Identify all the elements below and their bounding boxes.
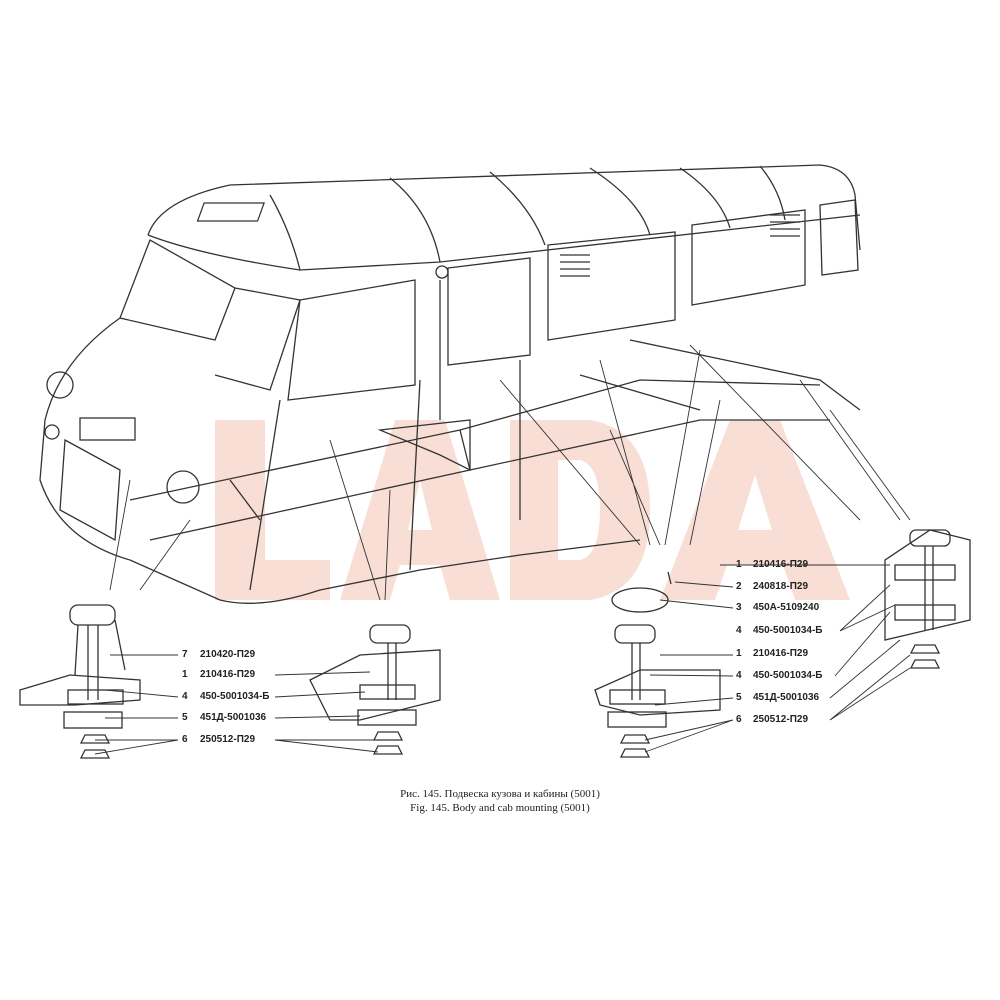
left-mount-detail — [19, 604, 141, 759]
part-number: 451Д-5001036 — [200, 712, 267, 723]
part-number: 210416-П29 — [753, 559, 809, 570]
cover-plate — [611, 587, 669, 613]
van-front — [39, 317, 641, 604]
callout-number: 6 — [182, 734, 188, 745]
callout-number: 3 — [736, 602, 742, 613]
part-number: 250512-П29 — [753, 714, 809, 725]
callout-number: 5 — [182, 712, 188, 723]
callout-number: 4 — [182, 691, 188, 702]
roof-hatch — [196, 202, 266, 222]
callout-number: 5 — [736, 692, 742, 703]
caption-ru: Рис. 145. Подвеска кузова и кабины (5001… — [400, 788, 600, 800]
center-mount-detail — [309, 624, 441, 755]
part-number: 210416-П29 — [753, 648, 809, 659]
caption-en: Fig. 145. Body and cab mounting (5001) — [410, 802, 590, 814]
watermark-letter-d — [510, 420, 650, 600]
right-mount-detail — [594, 571, 721, 758]
callout-number: 4 — [736, 625, 742, 636]
side-window-2 — [547, 231, 676, 341]
watermark-letter-a2 — [660, 420, 850, 600]
callout-number: 1 — [182, 669, 188, 680]
side-window-1 — [447, 257, 531, 366]
part-number: 250512-П29 — [200, 734, 256, 745]
part-number: 210420-П29 — [200, 649, 256, 660]
grille — [59, 438, 121, 542]
side-window-3 — [691, 209, 806, 306]
callout-number: 6 — [736, 714, 742, 725]
headlight-right — [166, 470, 200, 504]
chassis-frame — [129, 339, 861, 541]
watermark-letter-l — [215, 420, 330, 600]
part-number: 450-5001034-Б — [753, 670, 823, 681]
callout-number: 2 — [736, 581, 742, 592]
callout-number: 7 — [182, 649, 188, 660]
part-number: 450-5001034-Б — [753, 625, 823, 636]
callout-number: 1 — [736, 559, 742, 570]
part-number: 240818-П29 — [753, 581, 809, 592]
part-number: 450-5001034-Б — [200, 691, 270, 702]
door-window — [287, 279, 416, 401]
callout-number: 4 — [736, 670, 742, 681]
part-number: 451Д-5001036 — [753, 692, 820, 703]
van-roof — [147, 164, 861, 251]
far-right-mount-detail — [884, 529, 971, 669]
windshield — [119, 239, 301, 391]
callout-number: 1 — [736, 648, 742, 659]
part-number: 210416-П29 — [200, 669, 256, 680]
headlight-left — [46, 371, 74, 399]
watermark-letter-a1 — [340, 420, 500, 600]
part-number: 450А-5109240 — [753, 602, 820, 613]
